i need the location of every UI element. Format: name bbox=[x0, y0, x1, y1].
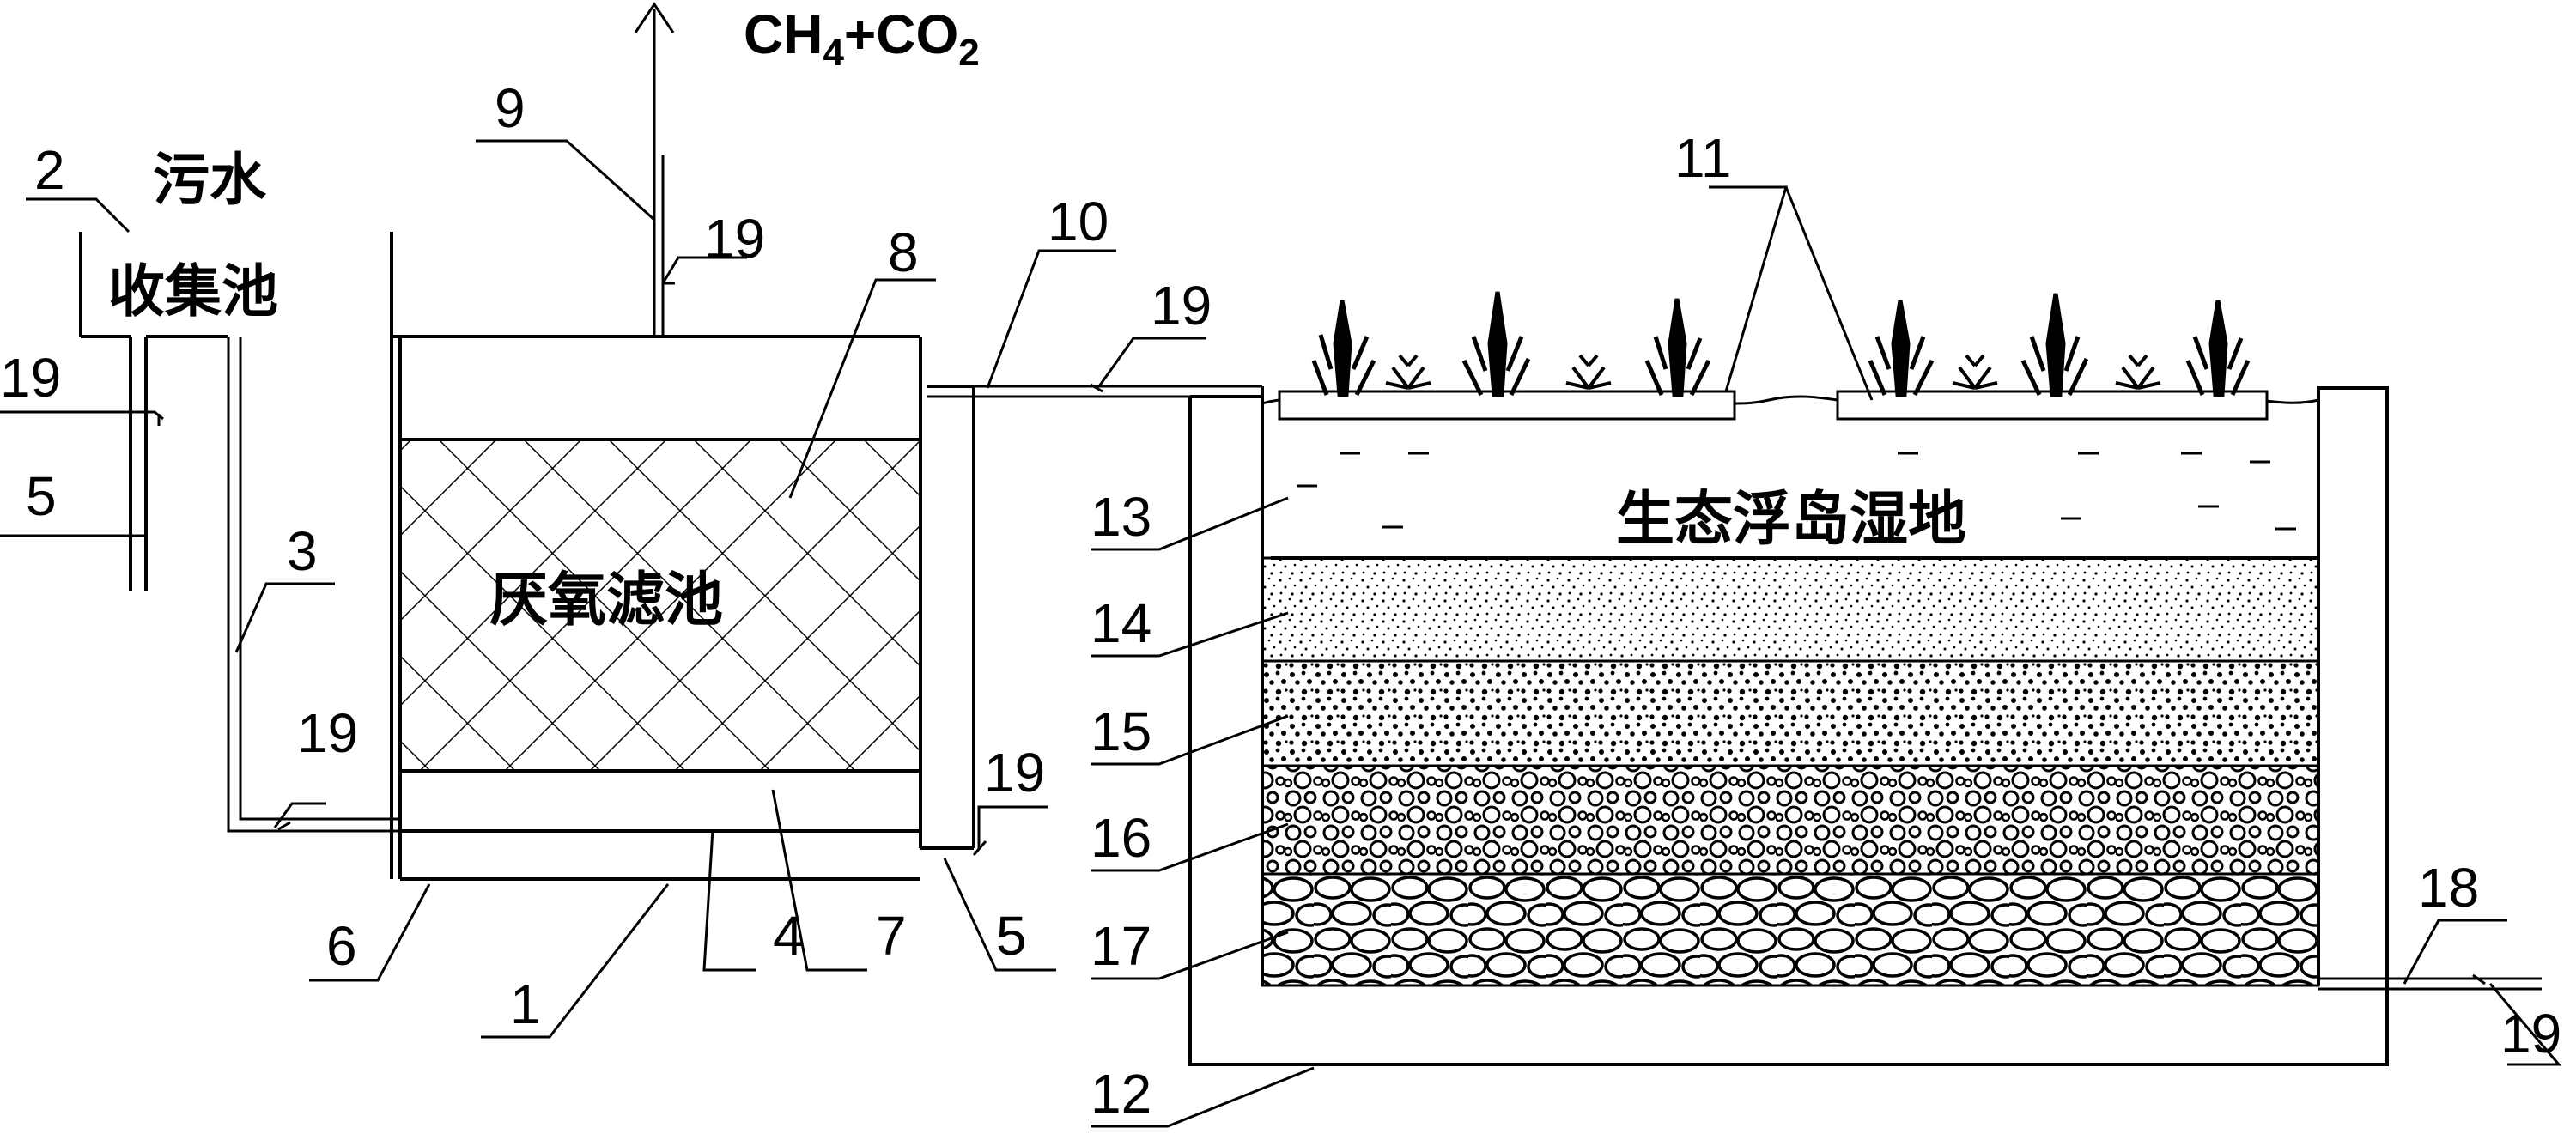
label-3: 3 bbox=[287, 520, 318, 582]
label-9: 9 bbox=[495, 77, 526, 139]
label-16: 16 bbox=[1091, 807, 1151, 869]
label-5-filter: 5 bbox=[996, 905, 1027, 967]
label-8: 8 bbox=[888, 221, 919, 283]
label-19-inflow: 19 bbox=[297, 702, 358, 764]
outlet-pipe bbox=[2318, 977, 2542, 991]
label-10: 10 bbox=[1048, 191, 1109, 252]
label-6: 6 bbox=[326, 915, 357, 977]
sewage-collection-tank bbox=[79, 232, 393, 591]
gas-outlet bbox=[634, 2, 675, 337]
gravel-layer bbox=[1261, 764, 2320, 876]
collection-tank-label-1: 污水 bbox=[153, 147, 267, 213]
plant-icon bbox=[1868, 293, 2251, 397]
anaerobic-filter-label: 厌氧滤池 bbox=[489, 567, 723, 634]
label-12: 12 bbox=[1091, 1063, 1151, 1125]
fine-sand-layer bbox=[1261, 556, 2320, 663]
label-11: 11 bbox=[1674, 127, 1731, 189]
label-1: 1 bbox=[510, 973, 541, 1035]
component-labels: 2 19 5 3 19 9 19 8 10 19 19 11 6 1 4 7 5… bbox=[0, 77, 2561, 1125]
inflow-pipe bbox=[227, 337, 400, 833]
label-7: 7 bbox=[876, 905, 907, 967]
label-17: 17 bbox=[1091, 915, 1151, 977]
collection-tank-label-2: 收集池 bbox=[108, 258, 278, 324]
label-13: 13 bbox=[1091, 486, 1151, 548]
label-19-connection: 19 bbox=[1151, 275, 1212, 337]
label-15: 15 bbox=[1091, 700, 1151, 762]
floating-island-left bbox=[1278, 291, 1736, 421]
label-19-tank: 19 bbox=[0, 347, 61, 409]
gas-output-label: CH4+CO2 bbox=[744, 3, 980, 74]
wetland-label: 生态浮岛湿地 bbox=[1616, 486, 1966, 554]
label-14: 14 bbox=[1091, 592, 1151, 654]
label-19-outlet: 19 bbox=[2500, 1003, 2561, 1064]
label-18: 18 bbox=[2418, 857, 2479, 919]
coarse-sand-layer bbox=[1261, 659, 2320, 767]
label-19-gas: 19 bbox=[704, 208, 765, 270]
cobble-layer bbox=[1261, 872, 2320, 987]
label-5-tank: 5 bbox=[26, 465, 57, 527]
label-4: 4 bbox=[773, 905, 804, 967]
floating-island-right bbox=[1836, 293, 2269, 421]
leader-lines bbox=[0, 139, 2562, 1128]
label-19-return: 19 bbox=[984, 742, 1045, 804]
filter-media bbox=[398, 438, 922, 773]
plant-icon bbox=[1311, 291, 1711, 397]
label-2: 2 bbox=[34, 139, 65, 201]
